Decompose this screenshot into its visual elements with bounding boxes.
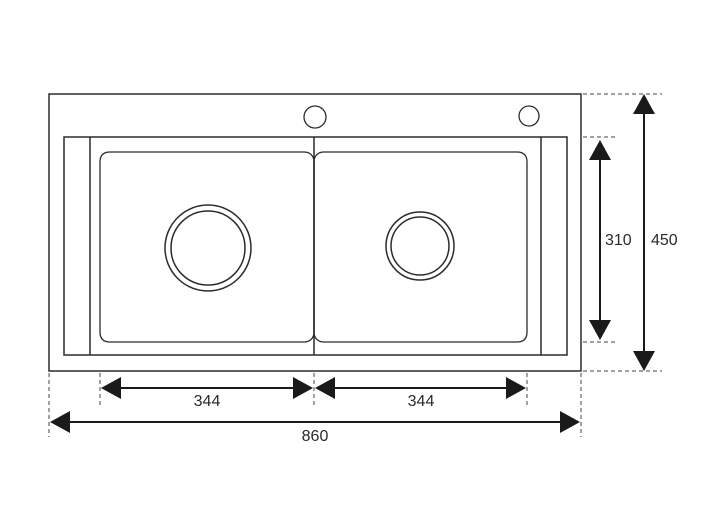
sink-inner-frame	[63, 136, 568, 356]
dimension-inner-depth: 310	[589, 140, 632, 340]
left-bowl-outline	[99, 151, 315, 343]
left-bowl-width-label: 344	[194, 393, 221, 410]
dimension-overall-depth: 450	[633, 94, 678, 371]
left-drain	[164, 204, 252, 292]
dimension-overall-width: 860	[50, 411, 580, 445]
tap-hole-left	[303, 105, 327, 129]
right-bowl-width-label: 344	[408, 393, 435, 410]
inner-depth-label: 310	[605, 232, 632, 249]
dimension-left-bowl-width: 344	[101, 377, 313, 410]
dimension-right-bowl-width: 344	[315, 377, 526, 410]
extension-lines	[48, 93, 662, 437]
right-bowl-outline	[313, 151, 528, 343]
tap-hole-right	[518, 105, 540, 127]
sink-outer-outline	[48, 93, 582, 372]
overall-width-label: 860	[302, 428, 329, 445]
right-drain	[385, 211, 455, 281]
overall-depth-label: 450	[651, 232, 678, 249]
